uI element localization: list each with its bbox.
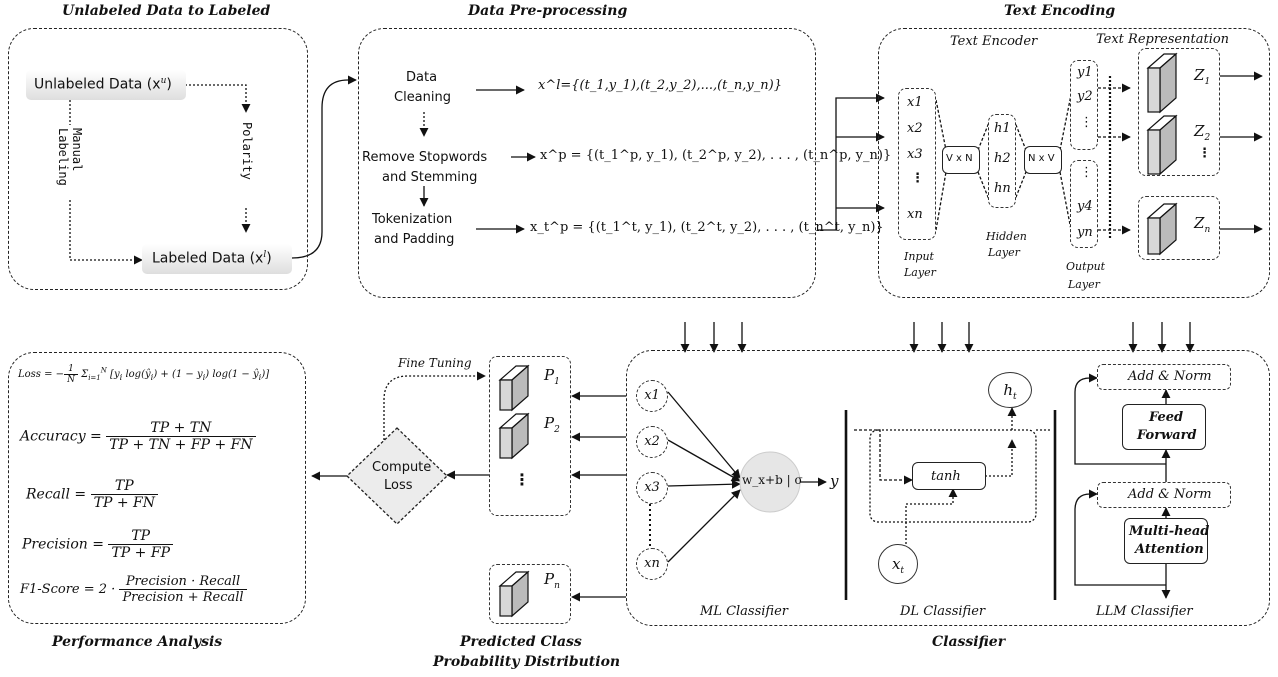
ml-input-xn: xn xyxy=(636,548,668,580)
p1-label: P1 xyxy=(544,366,560,387)
attention-box: Multi-head Attention xyxy=(1124,518,1209,564)
zn-label: Zn xyxy=(1194,214,1211,235)
output-layer-top: y1 y2 ⋮ xyxy=(1070,60,1098,150)
eq-clean: x^l={(t_1,y_1),(t_2,y_2),...,(t_n,y_n)} xyxy=(538,78,782,93)
ml-neuron-label: w_x+b | σ xyxy=(742,473,803,487)
dl-classifier-label: DL Classifier xyxy=(900,604,986,619)
input-layer-label2: Layer xyxy=(904,266,936,279)
output-layer-label1: Output xyxy=(1066,260,1106,273)
title-unlabeled: Unlabeled Data to Labeled xyxy=(62,3,271,19)
hidden-layer-box: h1 h2 hn xyxy=(988,114,1016,208)
tanh-box: tanh xyxy=(912,462,986,490)
weight-vxn: V x N xyxy=(942,146,980,174)
add-norm-bottom: Add & Norm xyxy=(1097,482,1231,508)
panel-preprocessing xyxy=(358,28,816,298)
eq-stop: x^p = {(t_1^p, y_1), (t_2^p, y_2), . . .… xyxy=(540,148,892,163)
title-encoding: Text Encoding xyxy=(1004,3,1116,19)
ml-classifier-label: ML Classifier xyxy=(700,604,789,619)
panel-encoding xyxy=(878,28,1270,298)
ml-input-x2: x2 xyxy=(636,426,668,458)
tokenize-line1: Tokenization xyxy=(372,212,453,227)
input-layer-box: x1 x2 x3 ⋮ xn xyxy=(898,88,936,240)
z1-label: Z1 xyxy=(1194,66,1211,87)
text-encoder-label: Text Encoder xyxy=(950,34,1038,49)
dl-xt-node: xt xyxy=(878,544,918,584)
cleaning-line2: Cleaning xyxy=(394,90,451,105)
cleaning-line1: Data xyxy=(406,70,438,85)
p-group-box xyxy=(489,356,571,516)
p2-label: P2 xyxy=(544,414,560,435)
pn-label: Pn xyxy=(544,570,560,591)
output-layer-bottom: ⋮ y4 yn xyxy=(1070,160,1098,248)
title-preprocessing: Data Pre-processing xyxy=(468,3,628,19)
ml-input-x1: x1 xyxy=(636,380,668,412)
eq-token: x_t^p = {(t_1^t, y_1), (t_2^t, y_2), . .… xyxy=(530,220,884,235)
ml-input-x3: x3 xyxy=(636,472,668,504)
panel-classifier xyxy=(626,350,1270,626)
add-norm-top: Add & Norm xyxy=(1097,364,1231,390)
zn-cuboid xyxy=(1146,202,1178,256)
pn-group-box xyxy=(489,564,571,624)
llm-classifier-label: LLM Classifier xyxy=(1096,604,1193,619)
z1-cuboid xyxy=(1146,52,1178,114)
output-layer-label2: Layer xyxy=(1068,278,1100,291)
fine-tuning-label: Fine Tuning xyxy=(398,356,472,370)
compute-loss-diamond xyxy=(346,427,448,525)
labeled-data-box: Labeled Data (xl) xyxy=(142,244,292,274)
z2-cuboid xyxy=(1146,114,1178,176)
title-classifier: Classifier xyxy=(932,634,1006,650)
feed-forward-box: Feed Forward xyxy=(1122,404,1206,450)
panel-performance xyxy=(8,352,306,624)
p-ellipsis: ⋮ xyxy=(514,470,530,489)
hidden-layer-label2: Layer xyxy=(988,246,1020,259)
stopwords-line2: and Stemming xyxy=(382,170,478,185)
zn-group-box xyxy=(1138,196,1220,260)
input-layer-label1: Input xyxy=(904,250,934,263)
z-ellipsis: ⋮ xyxy=(1198,146,1211,161)
panel-unlabeled xyxy=(8,28,308,290)
ml-output-y: y xyxy=(830,472,839,490)
label-to-preprocess-arrow xyxy=(291,75,357,259)
p1-cuboid xyxy=(498,364,530,412)
title-predicted-2: Probability Distribution xyxy=(433,654,621,670)
polarity-label: Polarity xyxy=(240,122,254,180)
manual-arrow-bottom xyxy=(69,200,143,265)
z-group-box xyxy=(1138,48,1220,176)
tokenize-line2: and Padding xyxy=(374,232,455,247)
compute-line1: Compute xyxy=(372,460,432,475)
stopwords-line1: Remove Stopwords xyxy=(362,150,488,165)
ml-neuron-circle xyxy=(739,451,801,513)
dl-ht-node: ht xyxy=(988,372,1032,408)
z2-label: Z2 xyxy=(1194,122,1211,143)
compute-line2: Loss xyxy=(384,478,413,493)
unlabeled-data-box: Unlabeled Data (xu) xyxy=(26,70,186,100)
title-performance: Performance Analysis xyxy=(52,634,223,650)
manual-labeling-label: Manual Labeling xyxy=(56,128,84,186)
polarity-arrow-top xyxy=(185,84,251,113)
title-predicted-1: Predicted Class xyxy=(460,634,582,650)
weight-nxv: N x V xyxy=(1024,146,1062,174)
text-representation-label: Text Representation xyxy=(1096,32,1230,47)
hidden-layer-label1: Hidden xyxy=(986,230,1027,243)
pn-cuboid xyxy=(498,570,530,618)
p2-cuboid xyxy=(498,412,530,460)
